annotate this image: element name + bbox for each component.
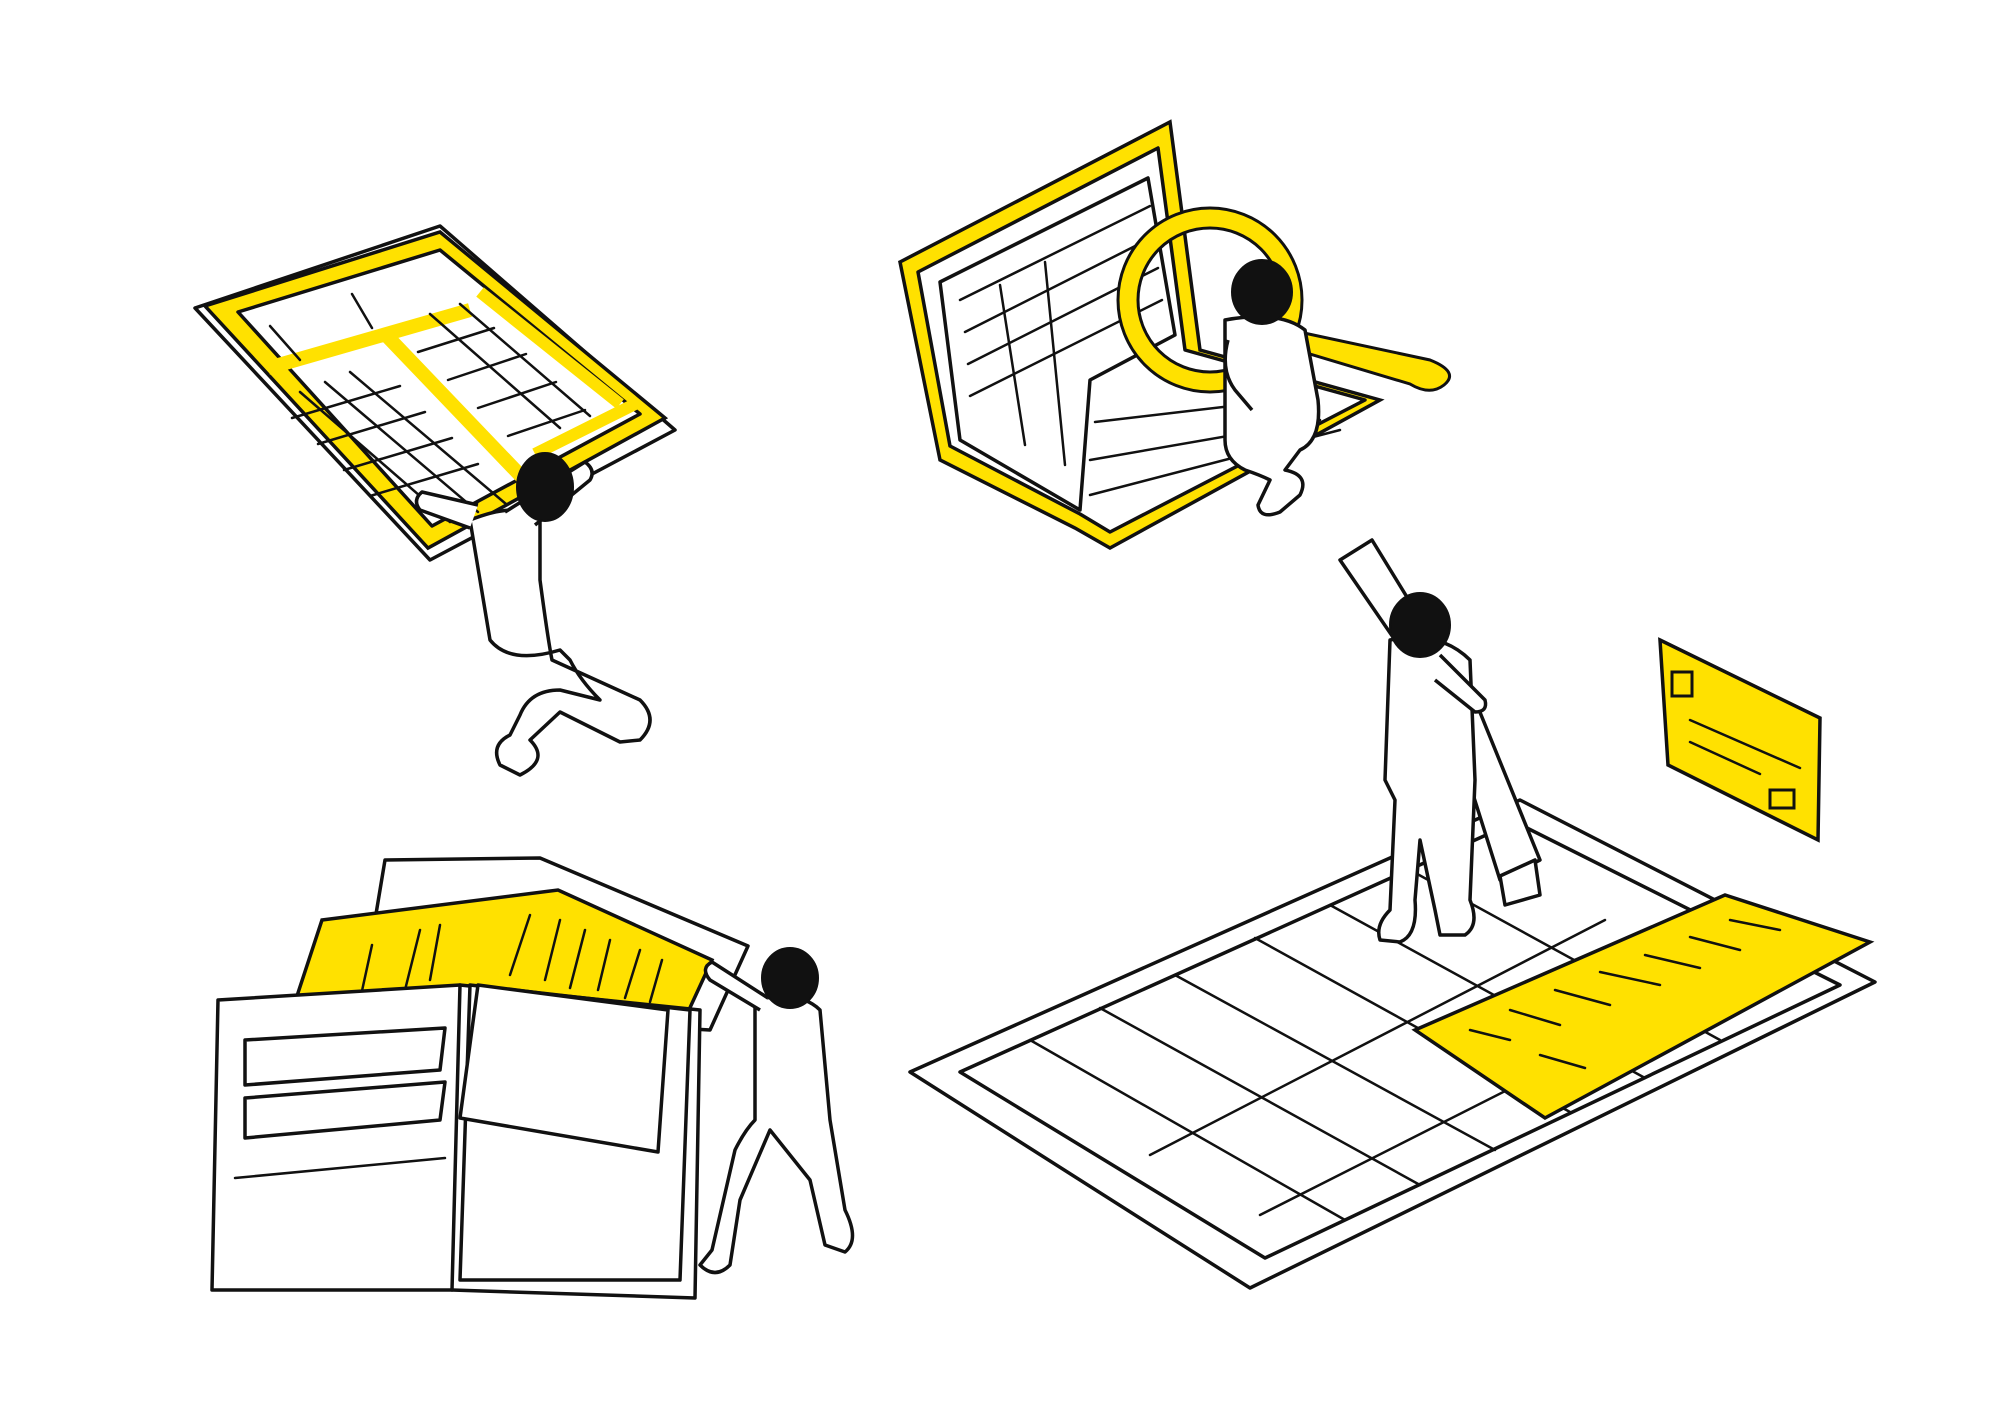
open-wallet — [210, 983, 702, 1300]
person-holding-form — [414, 452, 652, 777]
person-with-magnifier — [1223, 259, 1321, 517]
ledger-scene — [898, 119, 1452, 551]
wallet-scene — [210, 856, 855, 1300]
big-form-scene — [908, 538, 1877, 1290]
large-form-sheet — [908, 798, 1877, 1290]
tax-form-scene — [193, 224, 677, 777]
person-at-wallet — [698, 947, 855, 1275]
credit-card — [1658, 637, 1822, 843]
person-carrying-pencil — [1377, 592, 1488, 944]
receipt — [1411, 893, 1875, 1121]
